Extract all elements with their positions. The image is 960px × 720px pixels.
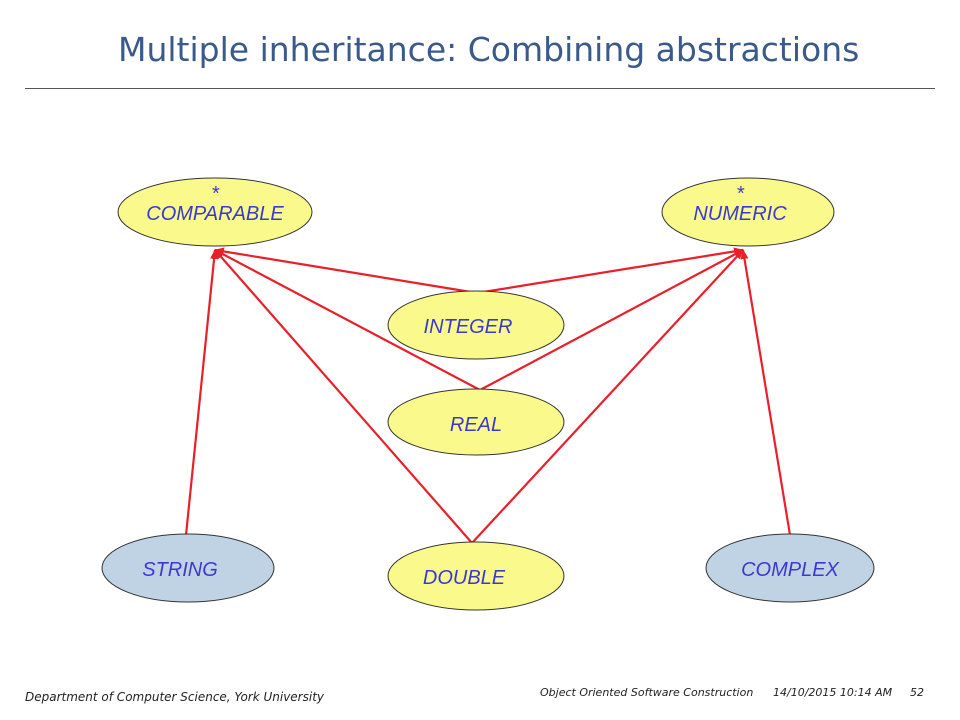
class-node-string: STRING bbox=[101, 533, 275, 603]
footer-course: Object Oriented Software Construction bbox=[540, 686, 754, 699]
class-node-double: DOUBLE bbox=[387, 541, 565, 611]
deferred-marker-numeric: * bbox=[736, 183, 745, 205]
class-ellipse-real bbox=[387, 388, 565, 456]
class-label-string: STRING bbox=[142, 559, 218, 581]
class-node-integer: INTEGER bbox=[387, 290, 565, 360]
inherit-edge-real-to-numeric bbox=[479, 249, 744, 391]
inherit-edge-integer-to-numeric bbox=[476, 247, 744, 295]
inherit-edge-complex-to-numeric bbox=[740, 249, 792, 536]
title-divider bbox=[25, 88, 935, 89]
class-ellipse-integer bbox=[387, 290, 565, 360]
footer-datetime: 14/10/2015 10:14 AM bbox=[773, 686, 893, 699]
deferred-marker-comparable: * bbox=[211, 183, 220, 205]
class-label-comparable: COMPARABLE bbox=[146, 203, 284, 225]
class-ellipse-double bbox=[387, 541, 565, 611]
inherit-edge-double-to-comparable bbox=[214, 249, 473, 544]
inherit-edge-string-to-comparable bbox=[184, 249, 219, 536]
class-label-real: REAL bbox=[450, 414, 502, 436]
class-ellipse-comparable bbox=[117, 177, 313, 247]
class-node-numeric: NUMERIC* bbox=[661, 177, 835, 247]
class-label-double: DOUBLE bbox=[423, 567, 506, 589]
class-node-complex: COMPLEX bbox=[705, 533, 875, 603]
footer-department: Department of Computer Science, York Uni… bbox=[25, 690, 325, 704]
class-ellipse-numeric bbox=[661, 177, 835, 247]
inherit-edge-integer-to-comparable bbox=[214, 247, 478, 295]
slide-title: Multiple inheritance: Combining abstract… bbox=[118, 30, 860, 69]
class-label-numeric: NUMERIC bbox=[693, 203, 787, 225]
footer-page-number: 52 bbox=[910, 686, 924, 699]
inheritance-edges bbox=[184, 247, 792, 544]
class-ellipse-string bbox=[101, 533, 275, 603]
inherit-edge-real-to-comparable bbox=[214, 249, 481, 391]
class-label-integer: INTEGER bbox=[424, 316, 513, 338]
class-label-complex: COMPLEX bbox=[741, 559, 839, 581]
class-node-comparable: COMPARABLE* bbox=[117, 177, 313, 247]
class-ellipse-complex bbox=[705, 533, 875, 603]
class-node-real: REAL bbox=[387, 388, 565, 456]
inherit-edge-double-to-numeric bbox=[471, 249, 744, 544]
